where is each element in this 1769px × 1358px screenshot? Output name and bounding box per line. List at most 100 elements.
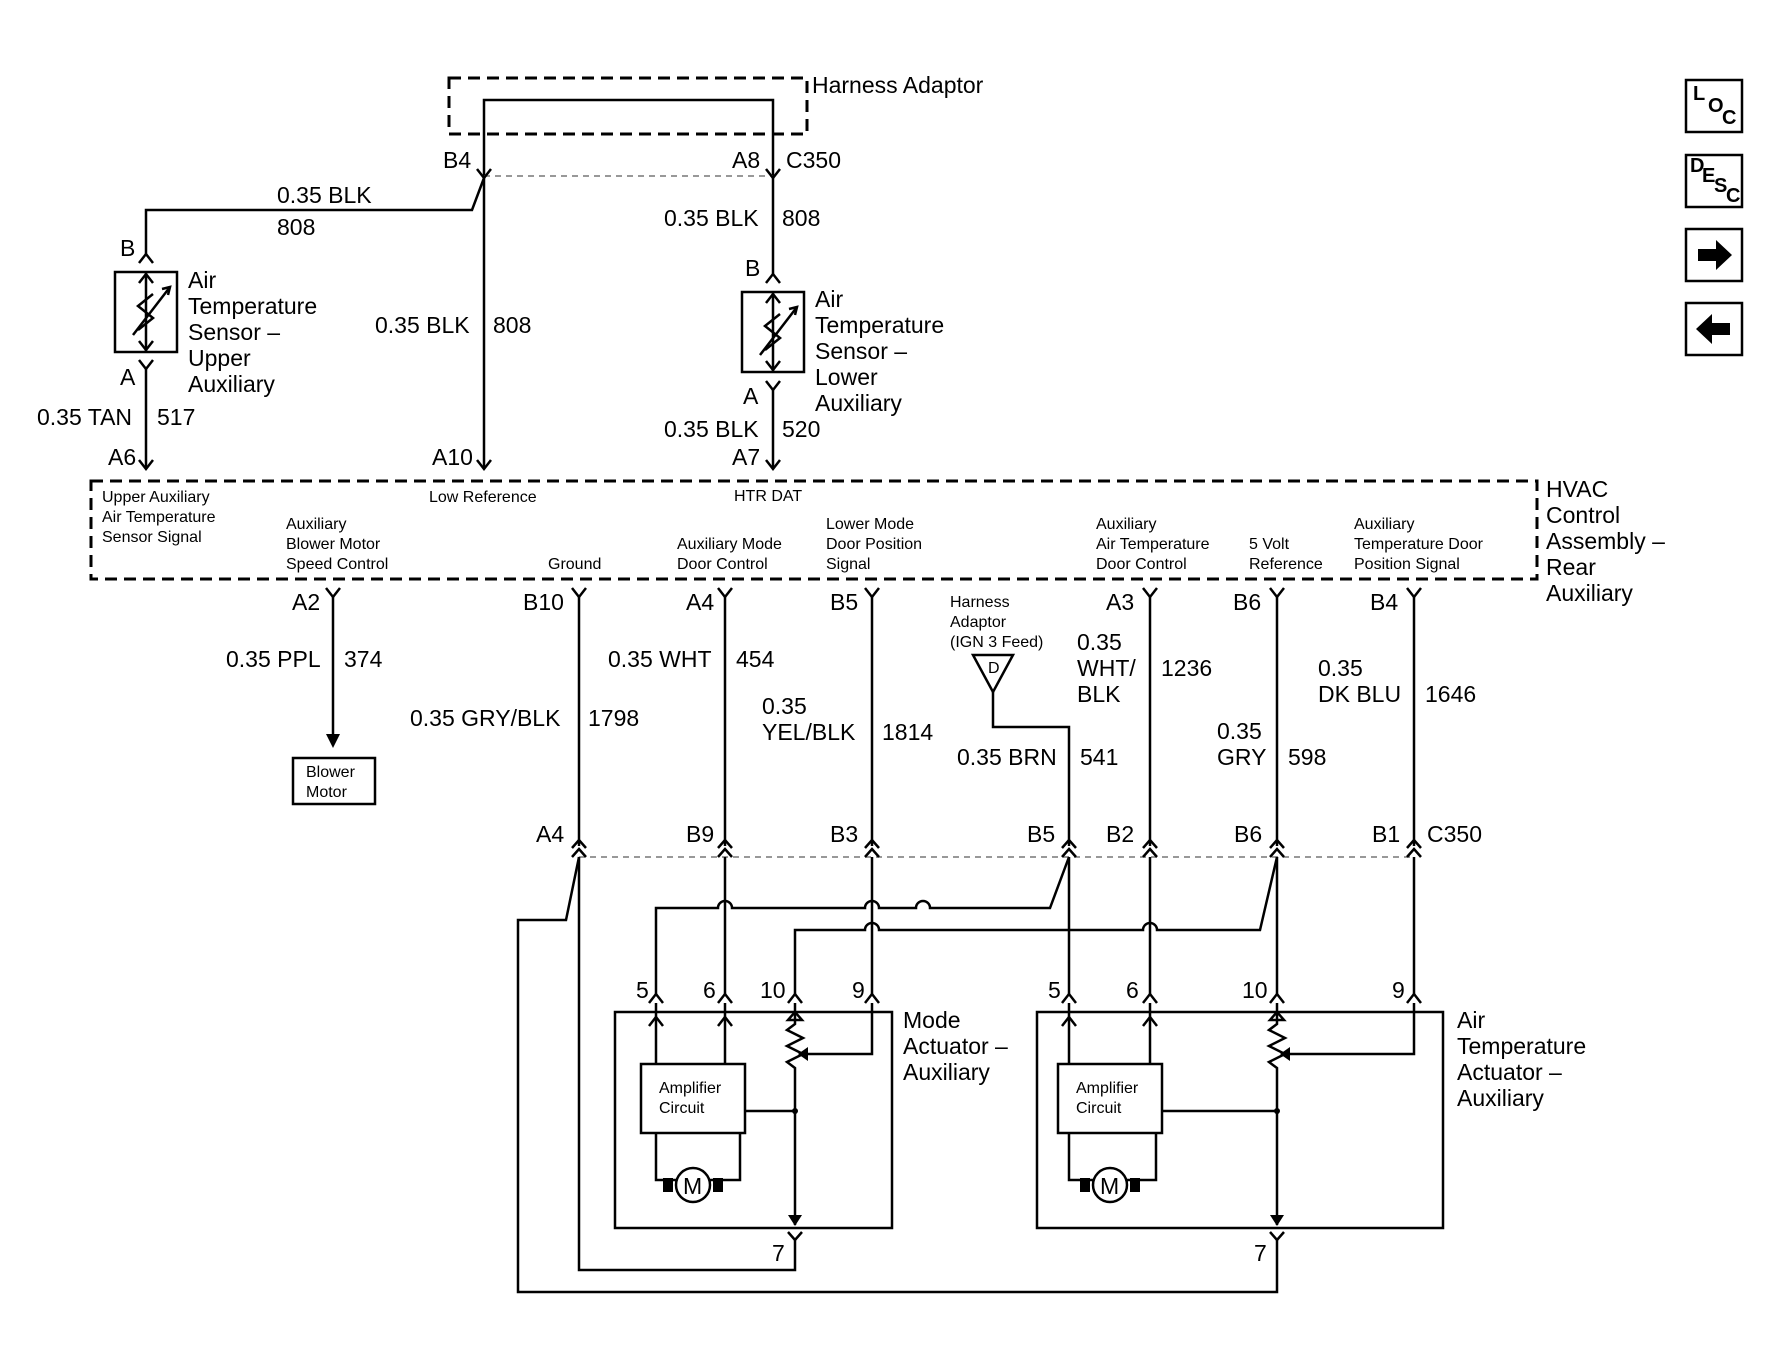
loc-button-letter: C — [1722, 107, 1736, 129]
connector-c350-top: C350 — [786, 147, 841, 173]
upper-sensor-label: Upper — [188, 345, 251, 371]
signal-label: Auxiliary — [1096, 516, 1156, 533]
pin-lower-a: A — [743, 383, 759, 409]
signal-label: Blower Motor — [286, 536, 381, 553]
temp-actuator-label: Auxiliary — [1457, 1085, 1544, 1111]
amplifier-label: Amplifier — [659, 1080, 722, 1097]
upper-sensor-label: Air — [188, 267, 216, 293]
loc-button[interactable]: L O C — [1684, 78, 1744, 134]
ign-feed-triangle — [970, 653, 1016, 695]
pin-upper-b: B — [120, 235, 135, 261]
wire-gauge: 0.35 — [1217, 718, 1262, 744]
desc-button-letter: D — [1690, 155, 1704, 177]
signal-label: Auxiliary Mode — [677, 536, 782, 553]
loc-button-letter: L — [1693, 83, 1705, 105]
wire-gauge: 0.35 WHT — [608, 646, 712, 672]
hvac-label: Auxiliary — [1546, 580, 1633, 606]
motor-label: M — [1100, 1173, 1119, 1199]
signal-label: Air Temperature — [102, 509, 216, 526]
forward-arrow-button[interactable] — [1684, 227, 1744, 283]
pin-b4: B4 — [1370, 589, 1398, 615]
pin-m10: 10 — [760, 977, 786, 1003]
pin-a6: A6 — [108, 444, 136, 470]
wire-circuit: 541 — [1080, 744, 1118, 770]
temp-actuator-label: Temperature — [1457, 1033, 1586, 1059]
temp-actuator-label: Air — [1457, 1007, 1485, 1033]
output-arrow — [1270, 1215, 1284, 1226]
signal-label: Low Reference — [429, 489, 537, 506]
ign-feed-label: (IGN 3 Feed) — [950, 634, 1043, 651]
blower-motor-label: Blower — [306, 764, 356, 781]
upper-sensor-label: Temperature — [188, 293, 317, 319]
lower-sensor-label: Lower — [815, 364, 878, 390]
pin-m6: 6 — [703, 977, 716, 1003]
ign-feed-symbol: D — [988, 660, 1000, 677]
back-arrow-button[interactable] — [1684, 301, 1744, 357]
wire-gauge: 0.35 — [1318, 655, 1363, 681]
wire-gauge: 0.35 BLK — [664, 416, 759, 442]
lower-sensor-label: Auxiliary — [815, 390, 902, 416]
wire-gauge: 0.35 BLK — [277, 182, 372, 208]
loc-button-letter: O — [1708, 95, 1724, 117]
pin-b6: B6 — [1233, 589, 1261, 615]
pin-a10: A10 — [432, 444, 473, 470]
desc-button[interactable]: D E S C — [1684, 153, 1744, 209]
pin-b10: B10 — [523, 589, 564, 615]
connector-c350-bottom: C350 — [1427, 821, 1482, 847]
signal-label: HTR DAT — [734, 488, 802, 505]
desc-button-letter: S — [1714, 175, 1727, 197]
wire-gauge: 0.35 BLK — [664, 205, 759, 231]
wire-circuit: 454 — [736, 646, 775, 672]
signal-label: Auxiliary — [286, 516, 346, 533]
signal-label: Temperature Door — [1354, 536, 1484, 553]
mode-amplifier-box — [639, 1062, 747, 1135]
wire-gauge: 0.35 BLK — [375, 312, 470, 338]
hvac-label: Assembly – — [1546, 528, 1665, 554]
lower-sensor-label: Sensor – — [815, 338, 907, 364]
arrow-head — [326, 734, 340, 748]
pin-m9: 9 — [852, 977, 865, 1003]
hvac-label: Rear — [1546, 554, 1596, 580]
signal-label: 5 Volt — [1249, 536, 1290, 553]
pin-a2: A2 — [292, 589, 320, 615]
pin-lower-b: B — [745, 255, 760, 281]
pin-a3: A3 — [1106, 589, 1134, 615]
wire-circuit: 808 — [782, 205, 820, 231]
mode-actuator-label: Mode — [903, 1007, 961, 1033]
wire-gauge: GRY — [1217, 744, 1266, 770]
output-arrow — [788, 1215, 802, 1226]
blower-motor-label: Motor — [306, 784, 348, 801]
ign-feed-label: Adaptor — [950, 614, 1007, 631]
upper-sensor-label: Sensor – — [188, 319, 280, 345]
temp-actuator-label: Actuator – — [1457, 1059, 1562, 1085]
signal-label: Air Temperature — [1096, 536, 1210, 553]
pin-m7: 7 — [772, 1240, 785, 1266]
wire-circuit: 598 — [1288, 744, 1326, 770]
signal-label: Door Position — [826, 536, 922, 553]
signal-label: Auxiliary — [1354, 516, 1414, 533]
signal-label: Door Control — [677, 556, 768, 573]
wiper-arrow — [1280, 1047, 1290, 1061]
wire-circuit: 1798 — [588, 705, 639, 731]
pin-b5: B5 — [830, 589, 858, 615]
pin-upper-a: A — [120, 364, 136, 390]
wire-gauge: 0.35 — [762, 693, 807, 719]
upper-sensor-label: Auxiliary — [188, 371, 275, 397]
pin-t6: 6 — [1126, 977, 1139, 1003]
wire-circuit: 808 — [277, 214, 315, 240]
pin-c-b6: B6 — [1234, 821, 1262, 847]
wire-circuit: 520 — [782, 416, 820, 442]
wire-circuit: 1814 — [882, 719, 933, 745]
temp-amplifier-box — [1056, 1062, 1164, 1135]
lower-sensor-label: Air — [815, 286, 843, 312]
pin-c-a4: A4 — [536, 821, 564, 847]
pin-a8-top: A8 — [732, 147, 760, 173]
wire-gauge: 0.35 TAN — [37, 404, 132, 430]
wire-gauge: WHT/ — [1077, 655, 1136, 681]
wire-circuit: 1236 — [1161, 655, 1212, 681]
amplifier-label: Circuit — [1076, 1100, 1122, 1117]
mode-actuator-label: Actuator – — [903, 1033, 1008, 1059]
pin-c-b5: B5 — [1027, 821, 1055, 847]
pin-c-b9: B9 — [686, 821, 714, 847]
